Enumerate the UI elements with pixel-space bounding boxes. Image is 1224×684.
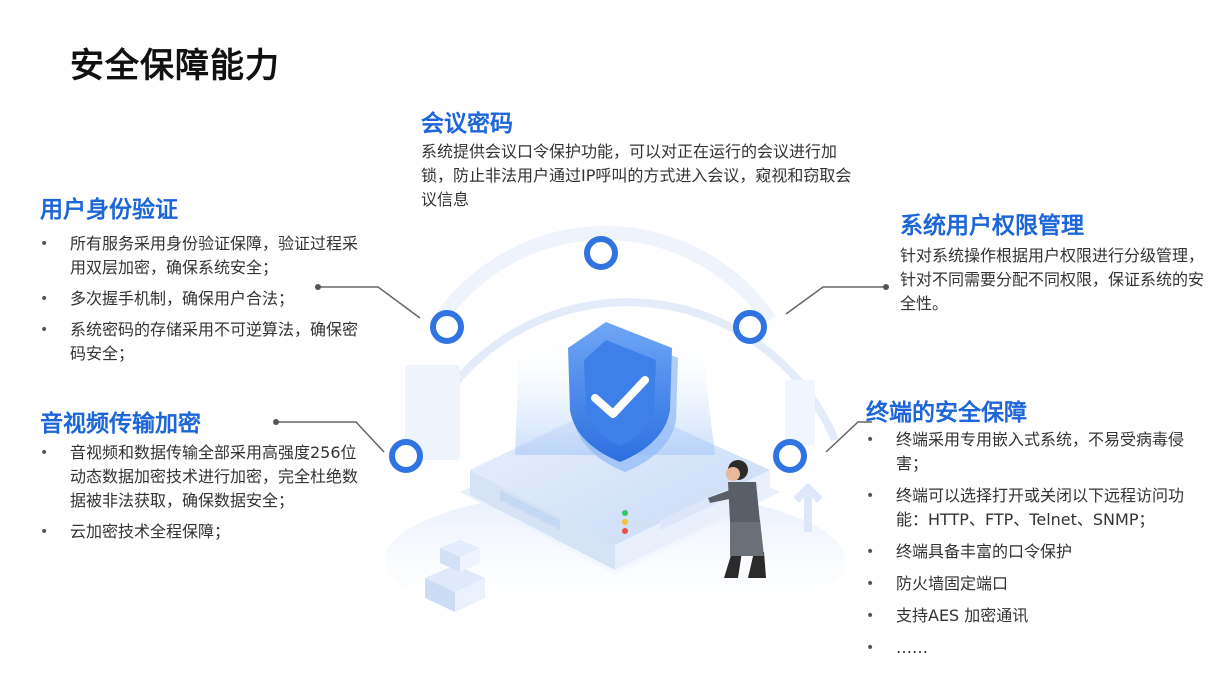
- user-auth-list: 所有服务采用身份验证保障，验证过程采用双层加密，确保系统安全； 多次握手机制，确…: [40, 232, 370, 373]
- av-encryption-title: 音视频传输加密: [40, 411, 201, 437]
- floor-glow: [385, 490, 845, 630]
- user-auth-title: 用户身份验证: [40, 197, 178, 223]
- node-ring-terminal: [773, 439, 807, 473]
- list-item: 所有服务采用身份验证保障，验证过程采用双层加密，确保系统安全；: [40, 232, 370, 280]
- light-beam: [515, 330, 715, 455]
- list-item: 终端具备丰富的口令保护: [866, 540, 1206, 564]
- meeting-password-text: 系统提供会议口令保护功能，可以对正在运行的会议进行加锁，防止非法用户通过IP呼叫…: [421, 142, 852, 209]
- permission-title: 系统用户权限管理: [900, 213, 1084, 239]
- shield-check-icon: [568, 322, 678, 472]
- orbit-arc: [406, 298, 839, 472]
- list-item: 支持AES 加密通讯: [866, 604, 1206, 628]
- list-item: 多次握手机制，确保用户合法；: [40, 287, 370, 311]
- page-title: 安全保障能力: [70, 46, 280, 86]
- list-item: 音视频和数据传输全部采用高强度256位动态数据加密技术进行加密，完全杜绝数据被非…: [40, 441, 370, 513]
- node-ring-permission: [733, 310, 767, 344]
- list-item: ……: [866, 636, 1206, 660]
- permission-text: 针对系统操作根据用户权限进行分级管理，针对不同需要分配不同权限，保证系统的安全性…: [900, 246, 1205, 313]
- list-item: 终端可以选择打开或关闭以下远程访问功能：HTTP、FTP、Telnet、SNMP…: [866, 484, 1206, 532]
- cube-decoration: [425, 540, 485, 612]
- list-item: 系统密码的存储采用不可逆算法，确保密码安全；: [40, 318, 370, 366]
- node-ring-user-auth: [430, 310, 464, 344]
- connector-permission: [785, 286, 886, 315]
- terminal-title: 终端的安全保障: [866, 400, 1027, 426]
- list-item: 终端采用专用嵌入式系统，不易受病毒侵害；: [866, 428, 1206, 476]
- av-encryption-list: 音视频和数据传输全部采用高强度256位动态数据加密技术进行加密，完全杜绝数据被非…: [40, 441, 370, 551]
- list-item: 云加密技术全程保障；: [40, 520, 370, 544]
- platform: [460, 418, 780, 575]
- terminal-list: 终端采用专用嵌入式系统，不易受病毒侵害； 终端可以选择打开或关闭以下远程访问功能…: [866, 428, 1206, 668]
- list-item: 防火墙固定端口: [866, 572, 1206, 596]
- node-ring-meeting: [584, 236, 618, 270]
- person-figure: [708, 460, 766, 578]
- node-ring-av-encryption: [389, 439, 423, 473]
- meeting-password-title: 会议密码: [421, 111, 513, 137]
